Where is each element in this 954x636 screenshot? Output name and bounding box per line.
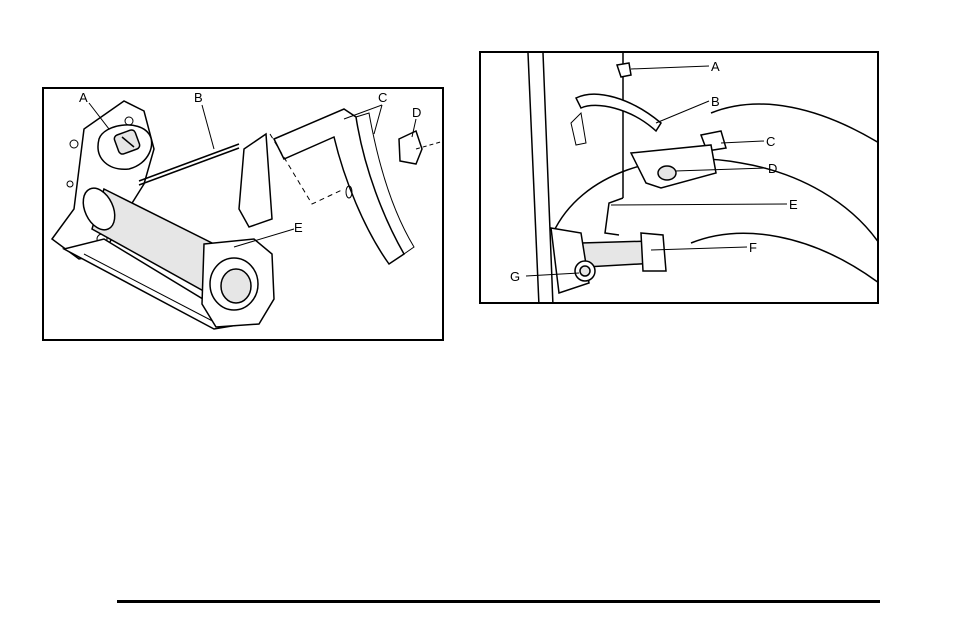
- callout-d: D: [412, 105, 421, 120]
- callout-f: F: [749, 240, 757, 255]
- jack-stowage-illustration: A B C D E F G: [479, 51, 879, 304]
- callout-e: E: [789, 197, 798, 212]
- bracket-c: [274, 109, 404, 264]
- bracket-c-plate: [239, 134, 272, 227]
- callout-d: D: [768, 161, 777, 176]
- callout-g: G: [510, 269, 520, 284]
- bracket-d: [631, 145, 716, 188]
- callout-c: C: [378, 90, 387, 105]
- footer-rule: [117, 600, 880, 603]
- callout-e: E: [294, 220, 303, 235]
- plate-hole: [67, 181, 73, 187]
- callout-b: B: [194, 90, 203, 105]
- strap-b: [576, 94, 661, 131]
- callout-a: A: [711, 59, 720, 74]
- body-pillar: [528, 53, 539, 304]
- callout-a: A: [79, 90, 88, 105]
- rod-e: [605, 198, 623, 235]
- callout-b: B: [711, 94, 720, 109]
- plate-hole: [70, 140, 78, 148]
- jack-assembly-illustration: A B C D E: [42, 87, 444, 341]
- callout-c: C: [766, 134, 775, 149]
- jack-stowage-drawing: A B C D E F G: [481, 53, 879, 304]
- clip-a: [617, 63, 631, 77]
- wing-nut-d: [399, 131, 422, 164]
- jack-assembly-drawing: A B C D E: [44, 89, 444, 341]
